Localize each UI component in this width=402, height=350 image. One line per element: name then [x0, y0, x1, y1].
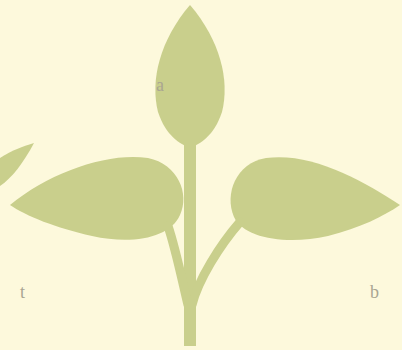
partial-leaf: [0, 143, 34, 186]
stem: [184, 140, 196, 346]
top-leaf: [155, 5, 224, 148]
part-label: a: [156, 76, 164, 94]
left-leaf: [10, 157, 183, 240]
part-label: b: [370, 283, 379, 301]
right-petiole: [192, 222, 240, 305]
part-label: t: [20, 283, 25, 301]
left-petiole: [168, 226, 188, 305]
right-leaf: [231, 157, 400, 240]
